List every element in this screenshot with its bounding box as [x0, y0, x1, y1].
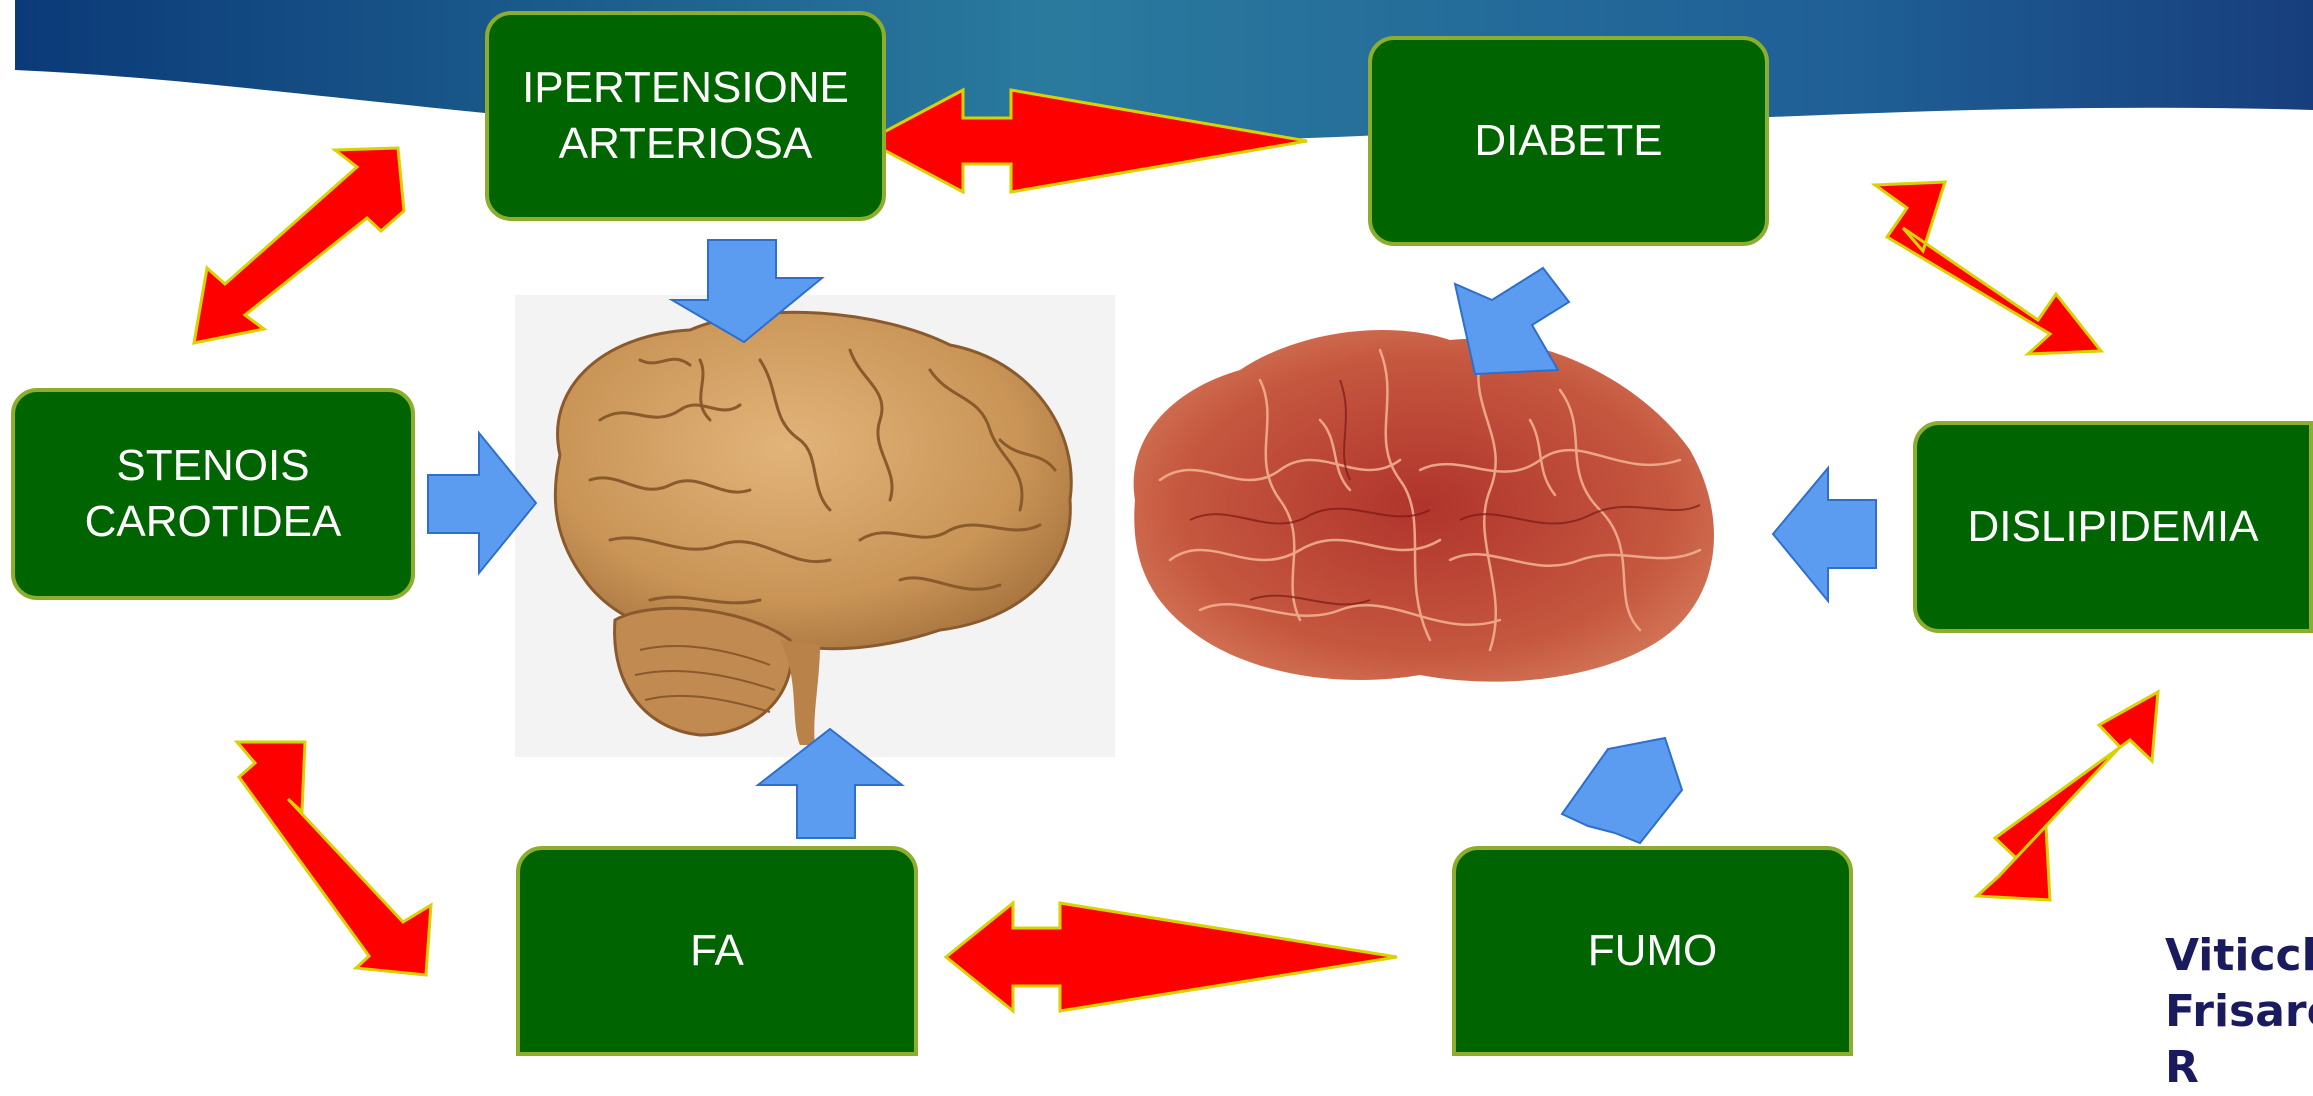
slide: IPERTENSIONE ARTERIOSA DIABETE STENOIS C… — [0, 0, 2313, 1056]
vessel-network-image — [1134, 330, 1714, 682]
arrow-diabete-to-vessels — [1455, 268, 1569, 374]
double-arrow-dislipidemia-fumo — [1977, 692, 2158, 900]
double-arrow-stenosi-ipertensione — [194, 148, 404, 343]
node-stenosi-carotidea: STENOIS CAROTIDEA — [11, 388, 415, 600]
double-arrow-fa-fumo — [946, 903, 1397, 1011]
node-fumo: FUMO — [1452, 846, 1853, 1056]
double-arrow-stenosi-fa — [237, 742, 431, 975]
node-diabete: DIABETE — [1368, 36, 1769, 246]
double-arrow-diabete-dislipidemia — [1875, 182, 2101, 354]
node-fa: FA — [516, 846, 918, 1056]
citation-text: Viticch Frisarc R — [2165, 928, 2313, 1096]
arrow-dislipidemia-to-vessels — [1773, 468, 1876, 601]
node-ipertensione-arteriosa: IPERTENSIONE ARTERIOSA — [485, 11, 886, 221]
brain-image — [515, 295, 1115, 757]
arrow-fumo-to-vessels — [1562, 738, 1682, 843]
node-dislipidemia: DISLIPIDEMIA — [1913, 421, 2313, 633]
